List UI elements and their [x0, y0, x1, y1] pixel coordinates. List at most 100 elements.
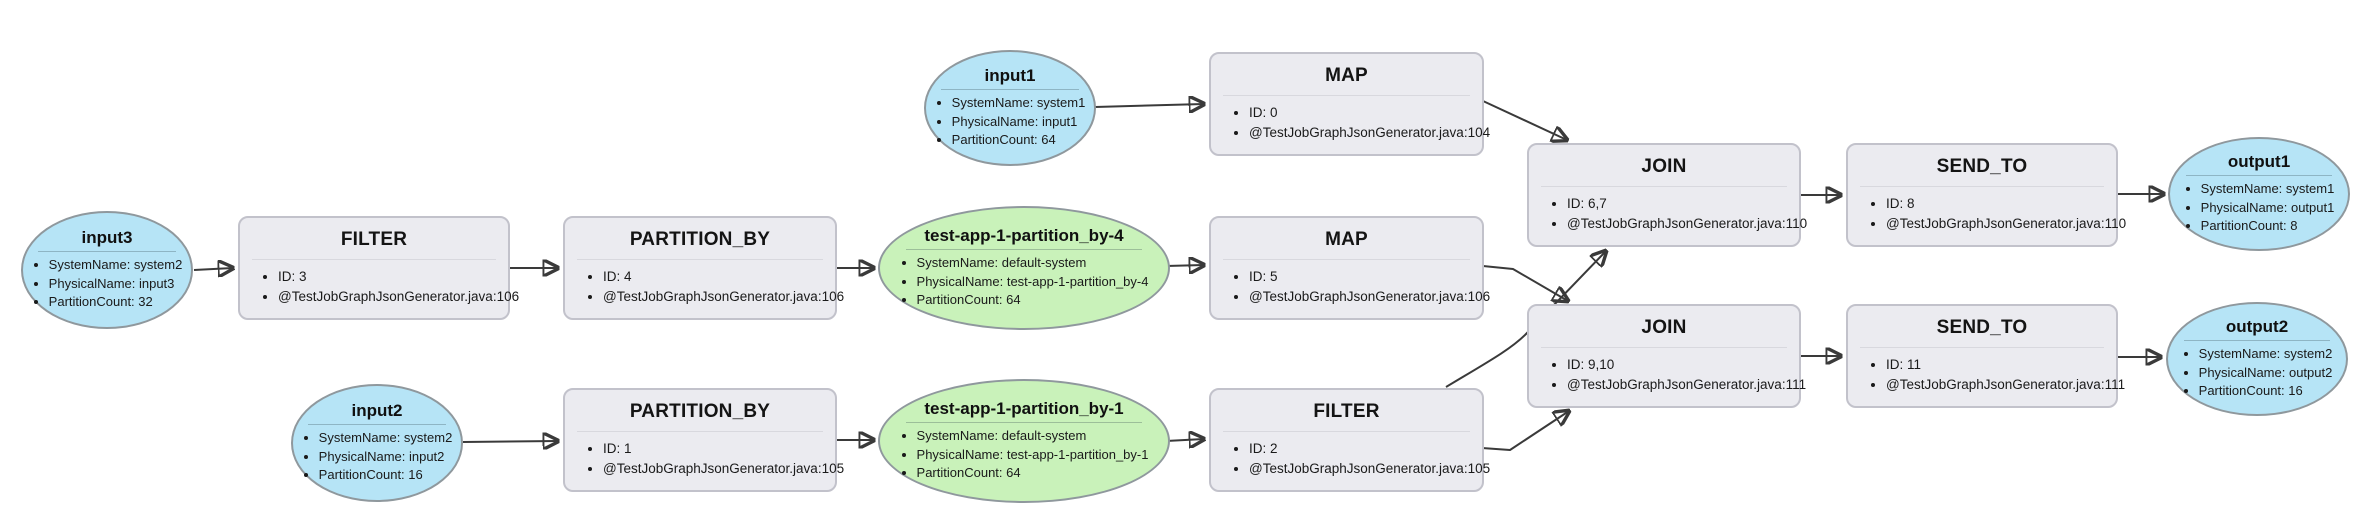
- stream-node-partition-by-1: test-app-1-partition_by-1 SystemName: de…: [878, 379, 1170, 503]
- stream-properties: SystemName: system2 PhysicalName: input2…: [302, 429, 453, 486]
- edge-input1-map0: [1094, 104, 1204, 107]
- edge-stream4-map5: [1165, 265, 1204, 266]
- operator-title: PARTITION_BY: [629, 229, 771, 250]
- property-physical-name: PhysicalName: test-app-1-partition_by-1: [917, 446, 1149, 465]
- operator-properties: ID: 11 @TestJobGraphJsonGenerator.java:1…: [1848, 355, 2125, 394]
- property-physical-name: PhysicalName: input1: [952, 113, 1086, 132]
- title-separator: [1541, 347, 1787, 348]
- property-source-location: @TestJobGraphJsonGenerator.java:106: [1249, 287, 1490, 307]
- edge-input3-filter3: [193, 268, 233, 270]
- property-partition-count: PartitionCount: 64: [917, 464, 1149, 483]
- title-separator: [905, 421, 1143, 423]
- property-id: ID: 11: [1886, 355, 2112, 375]
- operator-title: JOIN: [1641, 156, 1687, 177]
- title-separator: [577, 259, 823, 260]
- operator-title: PARTITION_BY: [629, 401, 771, 422]
- operator-properties: ID: 5 @TestJobGraphJsonGenerator.java:10…: [1211, 267, 1490, 307]
- operator-properties: ID: 6,7 @TestJobGraphJsonGenerator.java:…: [1529, 194, 1807, 234]
- title-separator: [1223, 95, 1470, 96]
- title-separator: [1223, 431, 1470, 432]
- operator-node-filter-2: FILTER ID: 2 @TestJobGraphJsonGenerator.…: [1209, 388, 1490, 492]
- stream-node-output2: output2 SystemName: system2 PhysicalName…: [2166, 302, 2348, 416]
- title-separator: [905, 248, 1143, 250]
- edge-map5-join910: [1482, 265, 1568, 301]
- operator-node-send-to-11: SEND_TO ID: 11 @TestJobGraphJsonGenerato…: [1846, 304, 2125, 408]
- operator-node-join-9-10: JOIN ID: 9,10 @TestJobGraphJsonGenerator…: [1527, 304, 1806, 408]
- title-separator: [1223, 259, 1470, 260]
- property-source-location: @TestJobGraphJsonGenerator.java:106: [278, 287, 519, 307]
- operator-properties: ID: 4 @TestJobGraphJsonGenerator.java:10…: [565, 267, 844, 307]
- stream-node-input3: input3 SystemName: system2 PhysicalName:…: [21, 211, 193, 329]
- stream-title: output2: [2225, 316, 2289, 336]
- operator-node-partition-by-1: PARTITION_BY ID: 1 @TestJobGraphJsonGene…: [563, 388, 844, 492]
- operator-title: SEND_TO: [1936, 156, 2028, 177]
- property-system-name: SystemName: system2: [319, 429, 453, 448]
- operator-title: JOIN: [1641, 317, 1687, 338]
- stream-title: output1: [2227, 151, 2291, 171]
- stream-title: input3: [81, 227, 133, 247]
- property-source-location: @TestJobGraphJsonGenerator.java:105: [603, 459, 844, 479]
- title-separator: [1541, 186, 1787, 187]
- stream-node-partition-by-4: test-app-1-partition_by-4 SystemName: de…: [878, 206, 1170, 330]
- property-partition-count: PartitionCount: 16: [2199, 382, 2333, 401]
- title-separator: [2186, 174, 2332, 176]
- operator-properties: ID: 0 @TestJobGraphJsonGenerator.java:10…: [1211, 103, 1490, 143]
- edge-filter2-join910: [1481, 411, 1569, 451]
- property-id: ID: 1: [603, 439, 831, 459]
- operator-title: MAP: [1325, 65, 1368, 86]
- stream-properties: SystemName: system1 PhysicalName: output…: [2184, 180, 2335, 237]
- operator-node-send-to-8: SEND_TO ID: 8 @TestJobGraphJsonGenerator…: [1846, 143, 2126, 247]
- property-id: ID: 9,10: [1567, 355, 1795, 375]
- property-physical-name: PhysicalName: input2: [319, 448, 453, 467]
- edge-input2-partitionby1: [462, 441, 558, 442]
- stream-title: input2: [351, 400, 403, 420]
- property-partition-count: PartitionCount: 16: [319, 466, 453, 485]
- stream-node-output1: output1 SystemName: system1 PhysicalName…: [2168, 137, 2350, 251]
- operator-properties: ID: 1 @TestJobGraphJsonGenerator.java:10…: [565, 439, 844, 479]
- property-system-name: SystemName: default-system: [917, 254, 1149, 273]
- operator-title: SEND_TO: [1936, 317, 2028, 338]
- property-source-location: @TestJobGraphJsonGenerator.java:105: [1249, 459, 1490, 479]
- property-source-location: @TestJobGraphJsonGenerator.java:111: [1567, 375, 1806, 395]
- stream-node-input1: input1 SystemName: system1 PhysicalName:…: [924, 50, 1096, 166]
- operator-node-map-5: MAP ID: 5 @TestJobGraphJsonGenerator.jav…: [1209, 216, 1490, 320]
- property-partition-count: PartitionCount: 64: [917, 291, 1149, 310]
- stream-properties: SystemName: default-system PhysicalName:…: [900, 254, 1149, 311]
- property-id: ID: 6,7: [1567, 194, 1795, 214]
- stream-title: test-app-1-partition_by-4: [924, 225, 1124, 245]
- operator-node-partition-by-4: PARTITION_BY ID: 4 @TestJobGraphJsonGene…: [563, 216, 844, 320]
- property-system-name: SystemName: system2: [49, 256, 183, 275]
- title-separator: [252, 259, 496, 260]
- property-id: ID: 0: [1249, 103, 1478, 123]
- property-physical-name: PhysicalName: output1: [2201, 199, 2335, 218]
- property-source-location: @TestJobGraphJsonGenerator.java:106: [603, 287, 844, 307]
- edge-stream1-filter2: [1165, 439, 1204, 441]
- operator-title: FILTER: [340, 229, 408, 250]
- operator-node-filter-3: FILTER ID: 3 @TestJobGraphJsonGenerator.…: [238, 216, 519, 320]
- edge-map0-join67: [1482, 100, 1567, 140]
- operator-properties: ID: 3 @TestJobGraphJsonGenerator.java:10…: [240, 267, 519, 307]
- operator-title: MAP: [1325, 229, 1368, 250]
- property-id: ID: 8: [1886, 194, 2112, 214]
- property-partition-count: PartitionCount: 32: [49, 293, 183, 312]
- property-partition-count: PartitionCount: 64: [952, 131, 1086, 150]
- operator-node-join-6-7: JOIN ID: 6,7 @TestJobGraphJsonGenerator.…: [1527, 143, 1807, 247]
- property-source-location: @TestJobGraphJsonGenerator.java:110: [1567, 214, 1807, 234]
- property-id: ID: 2: [1249, 439, 1478, 459]
- property-system-name: SystemName: system2: [2199, 345, 2333, 364]
- property-id: ID: 5: [1249, 267, 1478, 287]
- property-physical-name: PhysicalName: output2: [2199, 364, 2333, 383]
- operator-properties: ID: 9,10 @TestJobGraphJsonGenerator.java…: [1529, 355, 1806, 395]
- stream-title: test-app-1-partition_by-1: [924, 398, 1124, 418]
- stream-title: input1: [984, 65, 1036, 85]
- title-separator: [2184, 339, 2330, 341]
- stream-properties: SystemName: system2 PhysicalName: output…: [2182, 345, 2333, 402]
- property-partition-count: PartitionCount: 8: [2201, 217, 2335, 236]
- property-source-location: @TestJobGraphJsonGenerator.java:104: [1249, 123, 1490, 143]
- stream-properties: SystemName: default-system PhysicalName:…: [900, 427, 1149, 484]
- title-separator: [308, 423, 446, 425]
- property-system-name: SystemName: system1: [2201, 180, 2335, 199]
- property-id: ID: 4: [603, 267, 831, 287]
- edge-filter2-join67: [1445, 251, 1606, 388]
